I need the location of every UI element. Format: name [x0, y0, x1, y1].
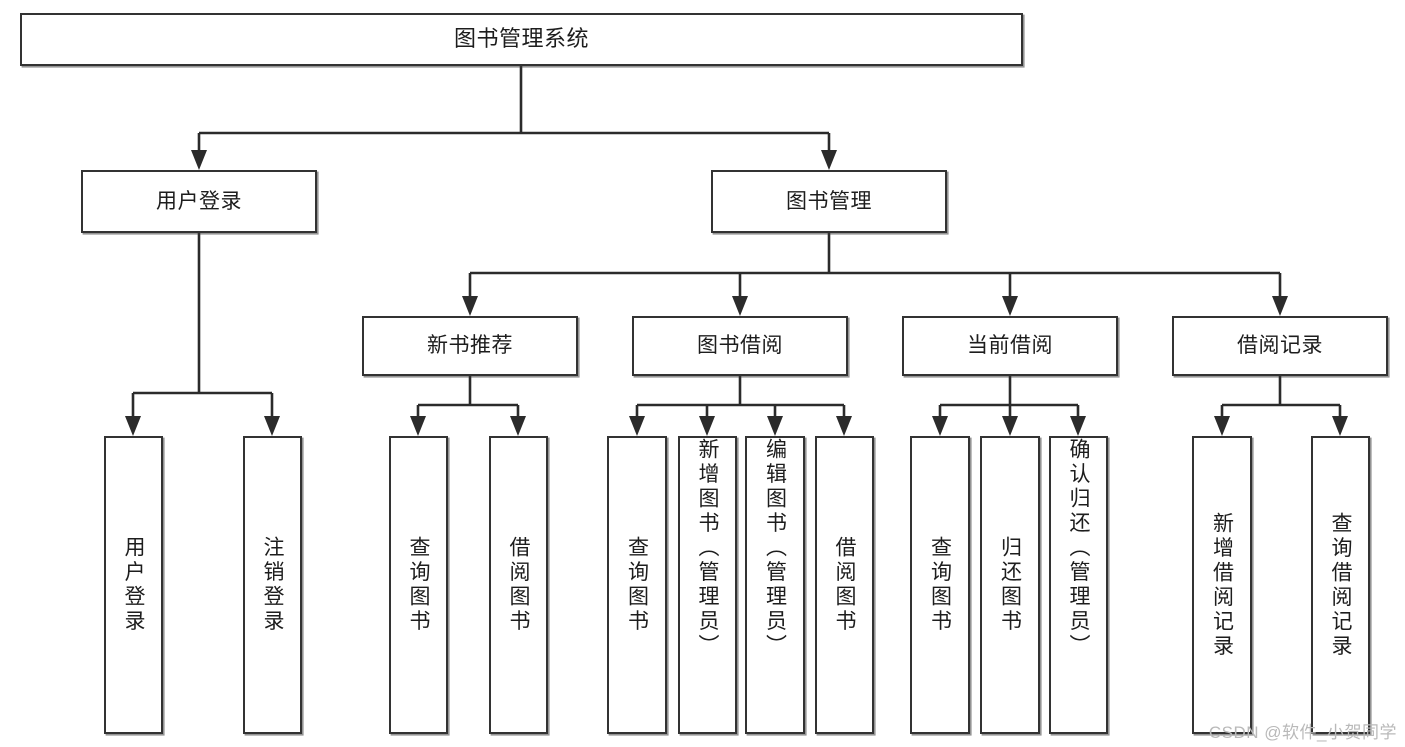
leaf-query-book-recommend-label: 查询图书	[407, 536, 430, 634]
leaf-borrow-book-recommend[interactable]: 借阅图书	[489, 436, 548, 734]
node-user-login-label: 用户登录	[156, 189, 242, 213]
edge-bookborrow-leaves	[629, 376, 852, 436]
node-new-book-recommend[interactable]: 新书推荐	[362, 316, 578, 376]
leaf-query-book-borrow[interactable]: 查询图书	[607, 436, 667, 734]
leaf-add-borrow-record[interactable]: 新增借阅记录	[1192, 436, 1252, 734]
node-root-label: 图书管理系统	[453, 26, 589, 52]
leaf-edit-book-label: 编辑图书（管理员）	[763, 438, 787, 659]
node-book-borrow[interactable]: 图书借阅	[632, 316, 848, 376]
leaf-add-book-label: 新增图书（管理员）	[696, 438, 719, 659]
leaf-edit-book[interactable]: 编辑图书（管理员）	[745, 436, 805, 734]
edge-borrowrecord-leaves	[1214, 376, 1348, 436]
leaf-user-login-label: 用户登录	[122, 536, 145, 634]
leaf-user-logout-label: 注销登录	[261, 536, 284, 634]
edge-bookmgmt-children	[462, 233, 1288, 316]
leaf-query-book-current-label: 查询图书	[928, 536, 952, 634]
node-borrow-record[interactable]: 借阅记录	[1172, 316, 1388, 376]
leaf-add-book[interactable]: 新增图书（管理员）	[678, 436, 737, 734]
leaf-borrow-book[interactable]: 借阅图书	[815, 436, 874, 734]
leaf-query-borrow-record-label: 查询借阅记录	[1329, 511, 1352, 659]
leaf-user-login[interactable]: 用户登录	[104, 436, 163, 734]
leaf-confirm-return-label: 确认归还（管理员）	[1067, 438, 1090, 659]
leaf-add-borrow-record-label: 新增借阅记录	[1210, 511, 1234, 659]
node-new-book-recommend-label: 新书推荐	[427, 334, 513, 358]
node-current-borrow[interactable]: 当前借阅	[902, 316, 1118, 376]
leaf-borrow-book-label: 借阅图书	[833, 536, 856, 634]
leaf-query-book-recommend[interactable]: 查询图书	[389, 436, 448, 734]
node-book-borrow-label: 图书借阅	[697, 334, 783, 358]
csdn-watermark: CSDN @软件_小贺同学	[1208, 723, 1397, 742]
node-current-borrow-label: 当前借阅	[967, 334, 1053, 358]
node-book-management-label: 图书管理	[786, 189, 872, 213]
leaf-query-book-current[interactable]: 查询图书	[910, 436, 970, 734]
node-root[interactable]: 图书管理系统	[20, 13, 1023, 66]
edge-newbook-leaves	[410, 376, 526, 436]
leaf-query-book-borrow-label: 查询图书	[625, 536, 649, 634]
node-book-management[interactable]: 图书管理	[711, 170, 947, 233]
edge-currentborrow-leaves	[932, 376, 1086, 436]
node-borrow-record-label: 借阅记录	[1237, 334, 1323, 358]
leaf-return-book[interactable]: 归还图书	[980, 436, 1040, 734]
edge-root-trunk	[191, 66, 837, 170]
leaf-query-borrow-record[interactable]: 查询借阅记录	[1311, 436, 1370, 734]
leaf-borrow-book-recommend-label: 借阅图书	[507, 536, 530, 634]
leaf-user-logout[interactable]: 注销登录	[243, 436, 302, 734]
edge-userlogin-leaves	[125, 233, 280, 436]
leaf-confirm-return[interactable]: 确认归还（管理员）	[1049, 436, 1108, 734]
leaf-return-book-label: 归还图书	[998, 536, 1022, 634]
node-user-login[interactable]: 用户登录	[81, 170, 317, 233]
